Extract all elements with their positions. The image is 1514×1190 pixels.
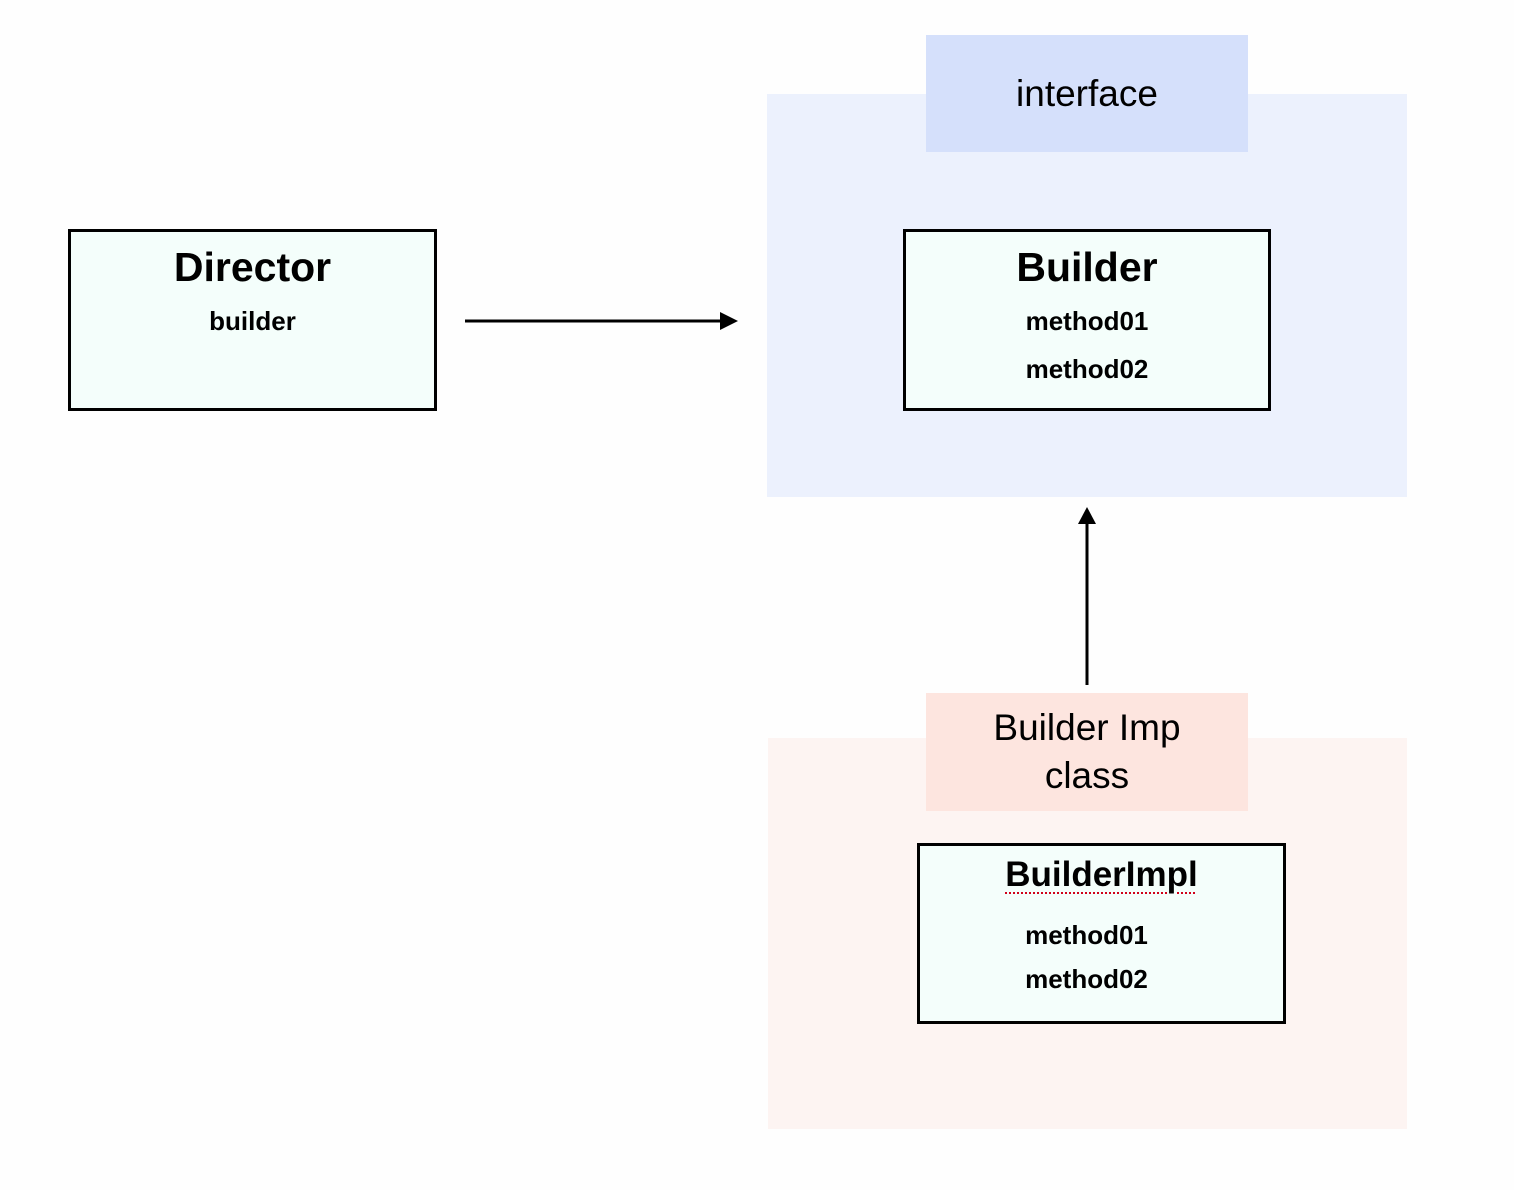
interface-tag: interface bbox=[926, 35, 1248, 152]
director-to-builder-arrow bbox=[465, 312, 738, 330]
implementation-tag: Builder Imp class bbox=[926, 693, 1248, 811]
builder-member-method02: method02 bbox=[1025, 354, 1149, 384]
builder-impl-class-box[interactable]: BuilderImpl method01 method02 bbox=[917, 843, 1286, 1024]
builder-impl-class-title: BuilderImpl bbox=[1005, 855, 1198, 894]
director-member-builder: builder bbox=[209, 306, 296, 336]
builder-class-title: Builder bbox=[1016, 244, 1158, 290]
implementation-tag-line1: Builder Imp bbox=[993, 707, 1181, 748]
builder-impl-title-wrap: BuilderImpl bbox=[920, 855, 1283, 895]
builder-member-method01: method01 bbox=[1025, 306, 1149, 336]
builder-impl-member-method01: method01 bbox=[1025, 920, 1148, 950]
interface-tag-label: interface bbox=[1016, 72, 1158, 114]
director-class-box[interactable]: Director builder bbox=[68, 229, 437, 411]
director-class-title: Director bbox=[173, 244, 332, 290]
impl-to-builder-arrow bbox=[1078, 507, 1096, 685]
implementation-tag-line2: class bbox=[1044, 755, 1130, 796]
builder-class-box[interactable]: Builder method01 method02 bbox=[903, 229, 1271, 411]
builder-impl-member-method02: method02 bbox=[1025, 964, 1148, 994]
